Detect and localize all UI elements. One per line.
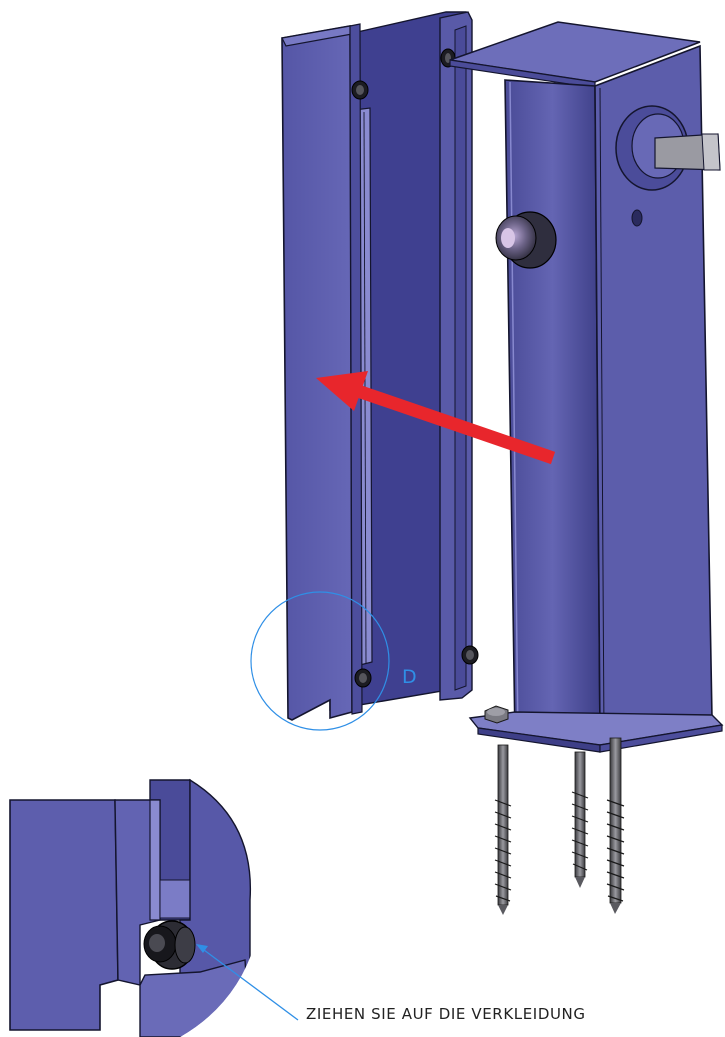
detail-letter: D [402,666,417,688]
post-body[interactable] [449,21,721,739]
screw-bottom-right [461,645,479,665]
small-hole [631,209,643,227]
instruction-caption: ZIEHEN SIE AUF DIE VERKLEIDUNG [306,1005,586,1023]
screw-top-left [351,80,369,100]
base-plate [468,705,724,753]
detail-screw [143,920,196,970]
drive-hub[interactable] [615,105,721,191]
hex-bolt-head [484,705,509,724]
screw-bottom-left [354,668,372,688]
detail-view [0,760,265,1037]
cover-channel[interactable] [281,11,473,721]
detail-view-circle: D [250,591,417,731]
ground-screw-1 [494,744,512,915]
ground-screw-2 [571,751,589,888]
red-slide-direction-arrow [316,371,556,465]
callout-leader-arrow [196,944,299,1021]
locking-knob[interactable] [495,211,557,269]
ground-screw-3 [606,737,625,914]
